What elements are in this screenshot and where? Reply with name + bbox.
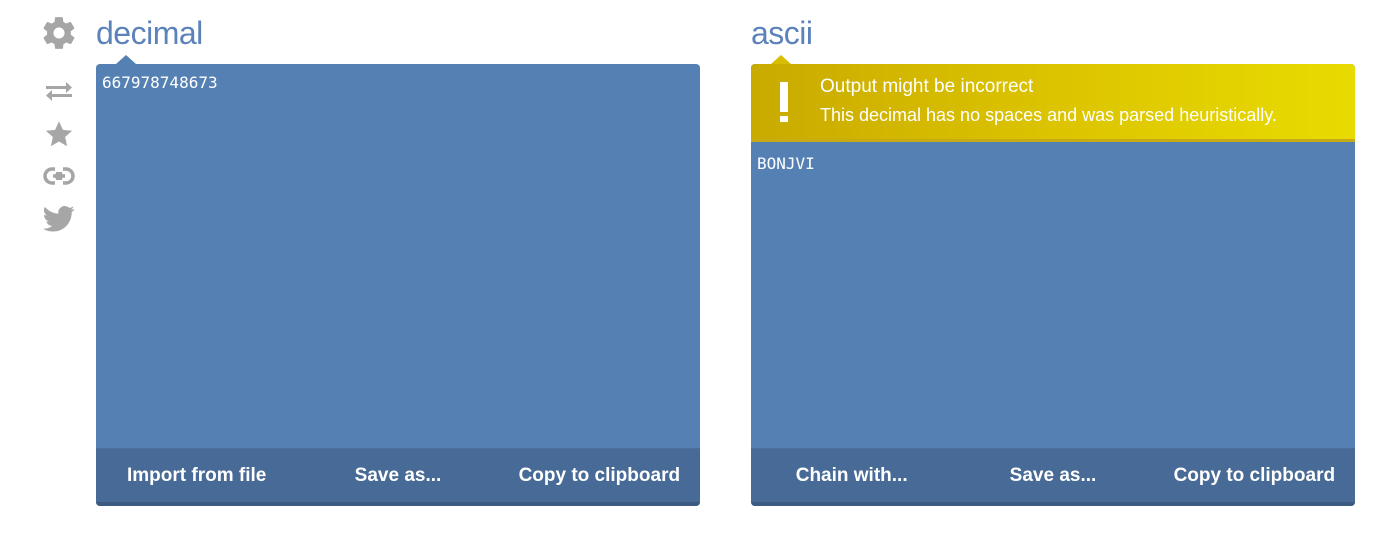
- swap-icon[interactable]: [38, 78, 80, 106]
- output-pane-toolbar: Chain with... Save as... Copy to clipboa…: [751, 448, 1355, 506]
- output-textarea[interactable]: BONJVI: [757, 154, 815, 173]
- output-pane-title: ascii: [751, 15, 813, 51]
- input-pane-toolbar: Import from file Save as... Copy to clip…: [96, 448, 700, 506]
- gear-icon[interactable]: [38, 12, 80, 54]
- output-pane: Output might be incorrect This decimal h…: [751, 55, 1355, 506]
- input-copy-to-clipboard-button[interactable]: Copy to clipboard: [518, 464, 681, 486]
- input-pane: 667978748673 Import from file Save as...…: [96, 55, 700, 506]
- input-pane-pointer: [116, 55, 136, 64]
- input-textarea[interactable]: 667978748673: [102, 73, 218, 92]
- warning-message: This decimal has no spaces and was parse…: [820, 105, 1277, 125]
- import-from-file-button[interactable]: Import from file: [126, 464, 267, 486]
- twitter-icon[interactable]: [38, 202, 80, 236]
- output-save-as-button[interactable]: Save as...: [1009, 464, 1097, 486]
- output-copy-to-clipboard-button[interactable]: Copy to clipboard: [1173, 464, 1336, 486]
- star-icon[interactable]: [38, 118, 80, 150]
- exclamation-icon: [780, 82, 789, 122]
- input-save-as-button[interactable]: Save as...: [354, 464, 442, 486]
- output-pane-pointer: [771, 55, 791, 64]
- link-icon[interactable]: [38, 164, 80, 190]
- input-pane-title: decimal: [96, 15, 203, 51]
- chain-with-button[interactable]: Chain with...: [795, 464, 908, 486]
- warning-title: Output might be incorrect: [820, 76, 1034, 97]
- warning-banner: Output might be incorrect This decimal h…: [751, 64, 1355, 139]
